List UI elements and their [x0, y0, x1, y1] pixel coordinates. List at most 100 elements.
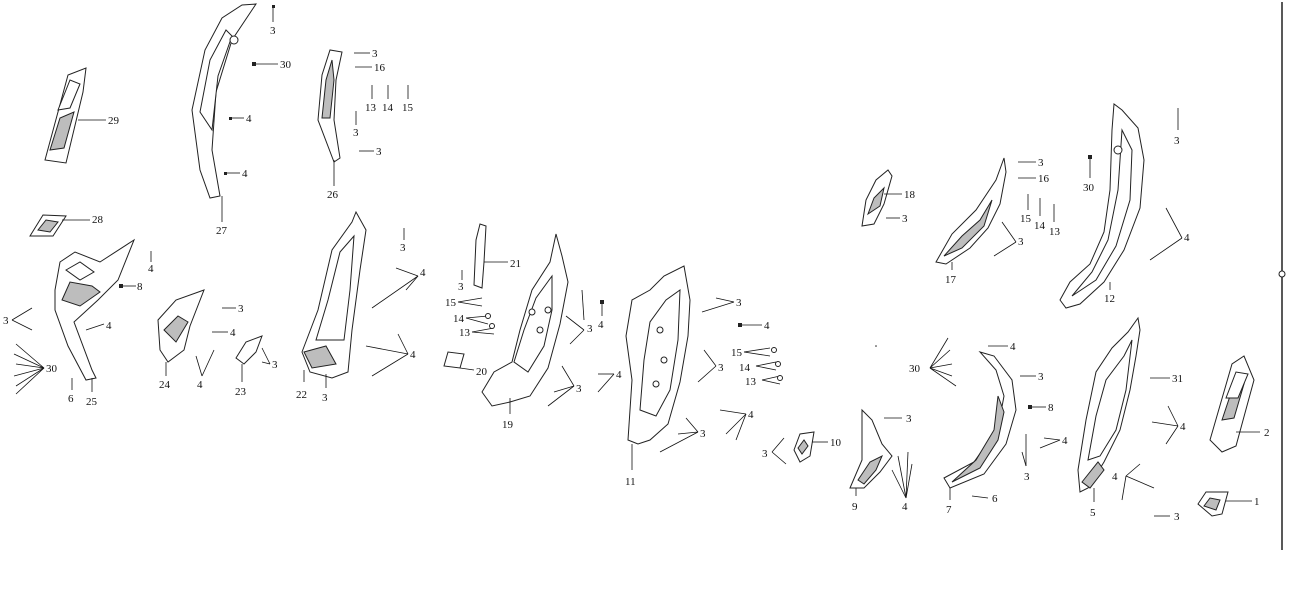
callout-21-13: 13 — [459, 327, 471, 339]
callout-28: 28 — [92, 214, 104, 226]
callout-18: 18 — [904, 189, 916, 201]
part-7: 7 6 30 4 3 8 4 3 — [909, 337, 1068, 516]
callout-11-14: 14 — [739, 362, 751, 374]
callout-11-4a: 4 — [764, 320, 770, 332]
callout-11: 11 — [625, 476, 636, 488]
part-10: 10 3 — [762, 431, 842, 465]
callout-5-4a: 4 — [1180, 421, 1186, 433]
callout-7-6: 6 — [992, 493, 998, 505]
callout-22-3: 3 — [400, 242, 406, 254]
callout-19: 19 — [502, 419, 514, 431]
callout-22-4a: 4 — [420, 267, 426, 279]
callout-26-16: 16 — [374, 62, 386, 74]
callout-9-3: 3 — [906, 413, 912, 425]
part-5: 5 31 4 4 3 — [1077, 316, 1186, 523]
callout-24-4a: 4 — [230, 327, 236, 339]
callout-7-4b: 4 — [1062, 435, 1068, 447]
callout-7-4a: 4 — [1010, 341, 1016, 353]
callout-2: 2 — [1264, 427, 1270, 439]
callout-21: 21 — [510, 258, 521, 270]
callout-26-3c: 3 — [376, 146, 382, 158]
callout-12-3: 3 — [1174, 135, 1180, 147]
callout-7-8: 8 — [1048, 402, 1054, 414]
callout-25-3: 3 — [3, 315, 9, 327]
callout-23-3: 3 — [272, 359, 278, 371]
callout-21-14: 14 — [453, 313, 465, 325]
part-23: 23 3 — [235, 335, 278, 398]
callout-25-4b: 4 — [106, 320, 112, 332]
callout-25-6: 6 — [68, 393, 74, 405]
callout-10: 10 — [830, 437, 842, 449]
part-17: 17 3 16 15 14 13 3 — [935, 157, 1061, 286]
callout-19-3a: 3 — [587, 323, 593, 335]
callout-25: 25 — [86, 396, 98, 408]
part-20: 20 — [443, 351, 488, 378]
part-9: 9 3 4 — [849, 408, 913, 513]
callout-24: 24 — [159, 379, 171, 391]
callout-25-30: 30 — [46, 363, 58, 375]
callout-19-4b: 4 — [616, 369, 622, 381]
callout-5-4b: 4 — [1112, 471, 1118, 483]
callout-22-4b: 4 — [410, 349, 416, 361]
callout-21-3: 3 — [458, 281, 464, 293]
callout-10-3: 3 — [762, 448, 768, 460]
callout-11-13: 13 — [745, 376, 757, 388]
callout-17-15: 15 — [1020, 213, 1032, 225]
part-25: 25 4 8 4 3 30 6 — [3, 238, 154, 408]
part-29: 29 — [44, 67, 120, 164]
callout-11-3c: 3 — [700, 428, 706, 440]
callout-27: 27 — [216, 225, 228, 237]
callout-5-3: 3 — [1174, 511, 1180, 523]
callout-23: 23 — [235, 386, 247, 398]
callout-20: 20 — [476, 366, 488, 378]
callout-27-30: 30 — [280, 59, 292, 71]
callout-12-30: 30 — [1083, 182, 1095, 194]
part-24: 24 3 4 4 — [157, 289, 244, 391]
callout-24-4b: 4 — [197, 379, 203, 391]
part-1: 1 — [1197, 491, 1260, 517]
callout-7-3b: 3 — [1024, 471, 1030, 483]
callout-7-30: 30 — [909, 363, 921, 375]
callout-27-3: 3 — [270, 25, 276, 37]
part-28: 28 — [29, 214, 104, 237]
callout-11-15: 15 — [731, 347, 743, 359]
part-19: 19 3 4 3 4 — [481, 233, 622, 431]
callout-17-3b: 3 — [1018, 236, 1024, 248]
part-22: 22 3 3 4 4 — [296, 210, 426, 404]
callout-22: 22 — [296, 389, 307, 401]
frame-marker — [1278, 270, 1286, 278]
callout-18-3: 3 — [902, 213, 908, 225]
callout-26-14: 14 — [382, 102, 394, 114]
callout-17-14: 14 — [1034, 220, 1046, 232]
callout-12-4: 4 — [1184, 232, 1190, 244]
part-27: 27 3 30 4 4 — [191, 3, 292, 237]
callout-12: 12 — [1104, 293, 1115, 305]
stray-dot — [875, 345, 877, 347]
part-26: 26 3 16 13 14 15 3 3 — [317, 48, 414, 201]
part-21: 21 3 15 14 13 — [445, 223, 521, 339]
callout-26: 26 — [327, 189, 339, 201]
callout-25-8: 8 — [137, 281, 143, 293]
part-18: 18 3 — [861, 169, 916, 227]
callout-19-4a: 4 — [598, 319, 604, 331]
callout-5-31: 31 — [1172, 373, 1183, 385]
callout-26-3b: 3 — [353, 127, 359, 139]
callout-17-3a: 3 — [1038, 157, 1044, 169]
callout-11-4b: 4 — [748, 409, 754, 421]
callout-29: 29 — [108, 115, 120, 127]
callout-7: 7 — [946, 504, 952, 516]
callout-27-4b: 4 — [242, 168, 248, 180]
callout-9-4: 4 — [902, 501, 908, 513]
callout-21-15: 15 — [445, 297, 457, 309]
callout-26-3a: 3 — [372, 48, 378, 60]
callout-19-3b: 3 — [576, 383, 582, 395]
part-12: 12 3 30 4 — [1059, 103, 1190, 309]
callout-25-4: 4 — [148, 263, 154, 275]
callout-5: 5 — [1090, 507, 1096, 519]
callout-9: 9 — [852, 501, 858, 513]
callout-17-16: 16 — [1038, 173, 1050, 185]
part-11: 11 3 4 15 14 13 3 4 3 — [625, 265, 783, 488]
callout-24-3: 3 — [238, 303, 244, 315]
callout-11-3a: 3 — [736, 297, 742, 309]
